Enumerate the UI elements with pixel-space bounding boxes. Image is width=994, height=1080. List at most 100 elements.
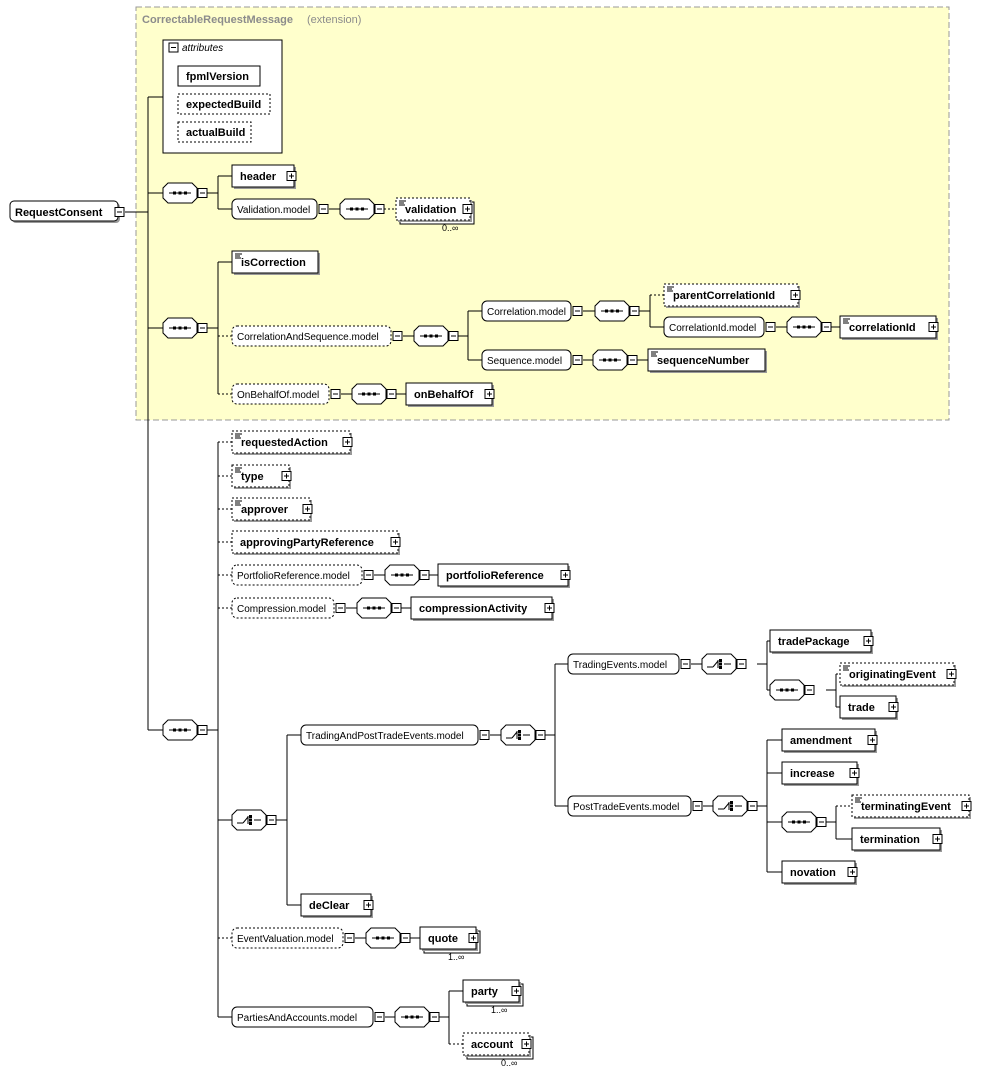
- sequence-compression[interactable]: [356, 597, 402, 619]
- model-onbehalfof-label: OnBehalfOf.model: [237, 390, 319, 401]
- sequence-sequence[interactable]: [592, 349, 638, 371]
- sequence-correlation[interactable]: [594, 300, 640, 322]
- element-validation-occurs: 0..∞: [442, 223, 458, 233]
- element-originatingEvent-label: originatingEvent: [849, 669, 936, 681]
- sequence-onbehalfof[interactable]: [351, 383, 397, 405]
- element-deClear-label: deClear: [309, 900, 350, 912]
- model-correlation-and-sequence[interactable]: CorrelationAndSequence.model: [231, 325, 403, 347]
- model-parties-and-accounts-label: PartiesAndAccounts.model: [237, 1013, 357, 1024]
- model-correlation[interactable]: Correlation.model: [481, 300, 583, 322]
- element-account-occurs: 0..∞: [501, 1058, 517, 1068]
- element-deClear[interactable]: deClear: [300, 893, 374, 918]
- choice-events[interactable]: [231, 809, 277, 831]
- attr-actualBuild: actualBuild: [186, 127, 245, 139]
- element-approver[interactable]: approver: [231, 497, 313, 522]
- attributes-group: attributes fpmlVersion expectedBuild act…: [162, 39, 283, 154]
- sequence-correlation-and-sequence[interactable]: [413, 325, 459, 347]
- model-parties-and-accounts[interactable]: PartiesAndAccounts.model: [231, 1006, 385, 1028]
- element-parentCorrelationId-label: parentCorrelationId: [673, 290, 775, 302]
- element-sequenceNumber-label: sequenceNumber: [657, 355, 750, 367]
- element-requestedAction-label: requestedAction: [241, 437, 328, 449]
- element-party-label: party: [471, 986, 499, 998]
- attr-expectedBuild: expectedBuild: [186, 99, 261, 111]
- model-post-trade-events[interactable]: PostTradeEvents.model: [567, 795, 703, 817]
- extension-note: (extension): [307, 14, 361, 26]
- model-correlation-and-sequence-label: CorrelationAndSequence.model: [237, 332, 379, 343]
- element-parentCorrelationId[interactable]: parentCorrelationId: [663, 283, 801, 308]
- element-compressionActivity[interactable]: compressionActivity: [410, 596, 555, 621]
- extension-base-label: CorrectableRequestMessage: [142, 14, 293, 26]
- element-approver-label: approver: [241, 504, 289, 516]
- model-validation[interactable]: Validation.model: [231, 198, 329, 220]
- element-amendment[interactable]: amendment: [781, 728, 878, 753]
- model-correlationid-label: CorrelationId.model: [669, 323, 756, 334]
- attributes-label: attributes: [182, 43, 223, 54]
- element-tradePackage[interactable]: tradePackage: [769, 629, 874, 654]
- element-account[interactable]: account 0..∞: [462, 1032, 534, 1068]
- element-termination[interactable]: termination: [851, 827, 943, 852]
- element-approvingPartyReference-label: approvingPartyReference: [240, 537, 374, 549]
- sequence-correlationid[interactable]: [786, 316, 832, 338]
- model-correlationid[interactable]: CorrelationId.model: [663, 316, 776, 338]
- element-approvingPartyReference[interactable]: approvingPartyReference: [231, 530, 401, 555]
- element-correlationId[interactable]: correlationId: [839, 315, 939, 340]
- element-quote-label: quote: [428, 933, 458, 945]
- root-element[interactable]: RequestConsent: [9, 200, 125, 223]
- element-header-label: header: [240, 171, 277, 183]
- model-sequence[interactable]: Sequence.model: [481, 349, 583, 371]
- element-increase-label: increase: [790, 768, 835, 780]
- element-header[interactable]: header: [231, 164, 297, 189]
- model-trading-events[interactable]: TradingEvents.model: [567, 653, 691, 675]
- model-sequence-label: Sequence.model: [487, 356, 562, 367]
- element-type[interactable]: type: [231, 464, 292, 489]
- sequence-originating-trade[interactable]: [769, 679, 815, 701]
- model-portfolio-reference[interactable]: PortfolioReference.model: [231, 564, 374, 586]
- element-novation[interactable]: novation: [781, 860, 858, 885]
- sequence-1[interactable]: [162, 182, 208, 204]
- model-event-valuation[interactable]: EventValuation.model: [231, 927, 355, 949]
- choice-trading-post-trade[interactable]: [500, 724, 546, 746]
- element-termination-label: termination: [860, 834, 920, 846]
- connector-lines: [125, 96, 852, 1045]
- element-trade-label: trade: [848, 702, 875, 714]
- attr-fpmlVersion: fpmlVersion: [186, 71, 249, 83]
- model-onbehalfof[interactable]: OnBehalfOf.model: [231, 383, 341, 405]
- element-type-label: type: [241, 471, 264, 483]
- sequence-validation[interactable]: [339, 198, 385, 220]
- root-element-label: RequestConsent: [15, 207, 103, 219]
- element-account-label: account: [471, 1039, 514, 1051]
- sequence-portfolio[interactable]: [384, 564, 430, 586]
- model-post-trade-events-label: PostTradeEvents.model: [573, 802, 679, 813]
- model-validation-label: Validation.model: [237, 205, 310, 216]
- element-party-occurs: 1..∞: [491, 1005, 507, 1015]
- element-portfolioReference-label: portfolioReference: [446, 570, 544, 582]
- element-onBehalfOf[interactable]: onBehalfOf: [405, 382, 495, 407]
- element-isCorrection-label: isCorrection: [241, 257, 306, 269]
- sequence-3[interactable]: [162, 719, 208, 741]
- element-terminatingEvent-label: terminatingEvent: [861, 801, 951, 813]
- element-trade[interactable]: trade: [839, 695, 899, 720]
- element-isCorrection[interactable]: isCorrection: [231, 250, 320, 275]
- sequence-event-valuation[interactable]: [365, 927, 411, 949]
- element-terminatingEvent[interactable]: terminatingEvent: [851, 794, 972, 819]
- element-compressionActivity-label: compressionActivity: [419, 603, 528, 615]
- model-trading-and-post-trade-events[interactable]: TradingAndPostTradeEvents.model: [300, 724, 490, 746]
- element-originatingEvent[interactable]: originatingEvent: [839, 662, 957, 687]
- model-event-valuation-label: EventValuation.model: [237, 934, 334, 945]
- element-novation-label: novation: [790, 867, 836, 879]
- sequence-2[interactable]: [162, 317, 208, 339]
- choice-trading-events[interactable]: [701, 653, 747, 675]
- element-increase[interactable]: increase: [781, 761, 860, 786]
- model-compression[interactable]: Compression.model: [231, 597, 346, 619]
- model-compression-label: Compression.model: [237, 604, 326, 615]
- element-sequenceNumber[interactable]: sequenceNumber: [647, 348, 767, 373]
- sequence-terminating[interactable]: [781, 811, 827, 833]
- element-party[interactable]: party 1..∞: [462, 979, 524, 1015]
- element-portfolioReference[interactable]: portfolioReference: [437, 563, 571, 588]
- choice-post-trade-events[interactable]: [712, 795, 758, 817]
- sequence-parties-accounts[interactable]: [394, 1006, 440, 1028]
- element-requestedAction[interactable]: requestedAction: [231, 430, 353, 455]
